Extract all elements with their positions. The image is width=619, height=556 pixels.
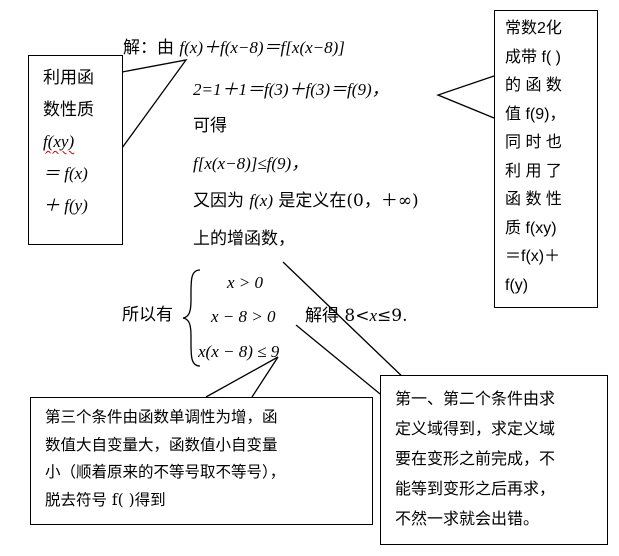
right-note-text: 常数2化 成带 f( ) 的 函 数 值 f(9)， 同 时 也 利 用 了 函… (505, 20, 566, 294)
result-line: 解得 8<x≤9. (305, 306, 408, 326)
left-note-text: 利用函 数性质 f(xy) ＝ f(x) ＋ f(y) (43, 68, 94, 215)
bottom-left-callout-pointer (205, 356, 279, 398)
solution-line-1: 解：由 f(x)＋f(x−8)＝f[x(x−8)] (123, 38, 345, 58)
solution-line-5: 又因为 f(x) 是定义在(0，＋∞) (193, 191, 419, 211)
right-note-box: 常数2化 成带 f( ) 的 函 数 值 f(9)， 同 时 也 利 用 了 函… (494, 10, 598, 308)
condition-3: x(x − 8) ≤ 9 (198, 342, 280, 361)
condition-2: x − 8 > 0 (211, 307, 276, 326)
left-note-box: 利用函 数性质 f(xy) ＝ f(x) ＋ f(y) (28, 55, 123, 245)
bottom-left-note-box: 第三个条件由函数单调性为增，函 数值大自变量大，函数值小自变量 小（顺着原来的不… (30, 397, 373, 525)
system-brace (182, 269, 201, 367)
so-label: 所以有 (122, 305, 173, 325)
solution-line-3: 可得 (193, 116, 227, 136)
solution-line-4: f[x(x−8)]≤f(9)， (193, 154, 309, 173)
solution-line-2: 2=1＋1＝f(3)＋f(3)＝f(9)， (193, 80, 389, 99)
bottom-right-callout-line-upper (282, 261, 409, 383)
left-callout-pointer (121, 59, 188, 149)
condition-1: x > 0 (227, 273, 264, 292)
bottom-right-note-text: 第一、第二个条件由求 定义域得到，求定义域 要在变形之前完成，不 能等到变形之后… (395, 389, 556, 528)
bottom-left-note-text: 第三个条件由函数单调性为增，函 数值大自变量大，函数值小自变量 小（顺着原来的不… (45, 408, 286, 509)
bottom-right-callout-line-lower (295, 324, 386, 399)
right-callout-pointer (436, 75, 495, 119)
bottom-right-note-box: 第一、第二个条件由求 定义域得到，求定义域 要在变形之前完成，不 能等到变形之后… (380, 375, 608, 545)
solution-line-6: 上的增函数， (193, 229, 295, 249)
